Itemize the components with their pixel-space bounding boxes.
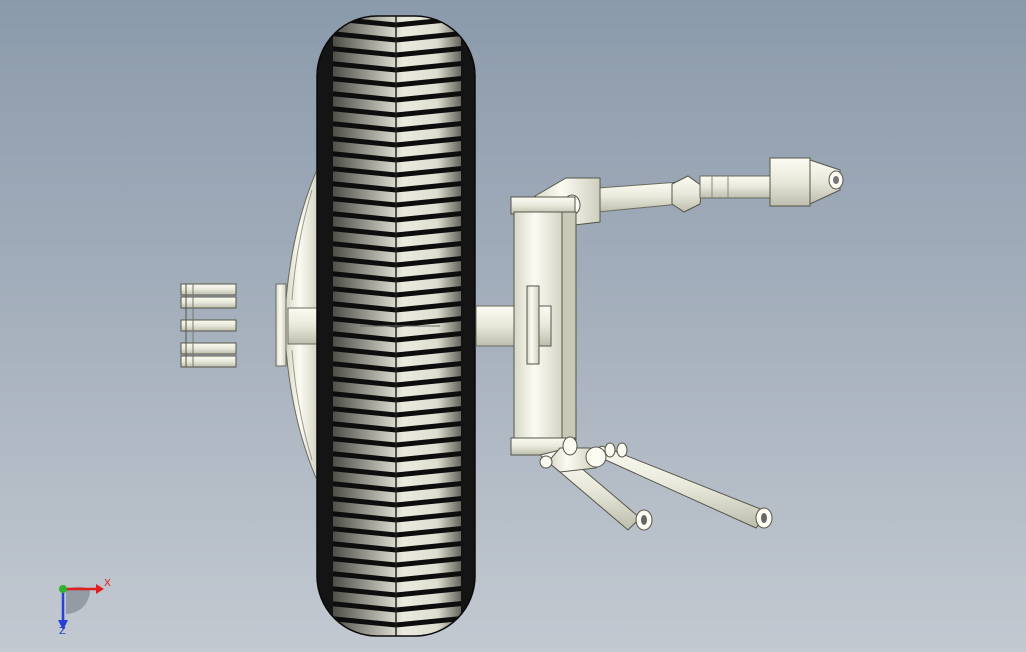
x-axis-arrow [96, 584, 104, 594]
upright-knuckle[interactable] [510, 177, 601, 456]
z-axis-arrow [58, 620, 68, 630]
x-axis-label: X [104, 578, 111, 589]
lug-pins[interactable] [180, 283, 237, 368]
tie-rod[interactable] [597, 157, 844, 213]
z-axis-label: Z [59, 626, 66, 637]
coordinate-triad: X Z [58, 578, 111, 637]
wheel-rim[interactable] [275, 171, 321, 479]
lower-control-arm[interactable] [538, 436, 773, 531]
wheel-tire[interactable] [316, 15, 476, 637]
y-axis-point [59, 585, 67, 593]
